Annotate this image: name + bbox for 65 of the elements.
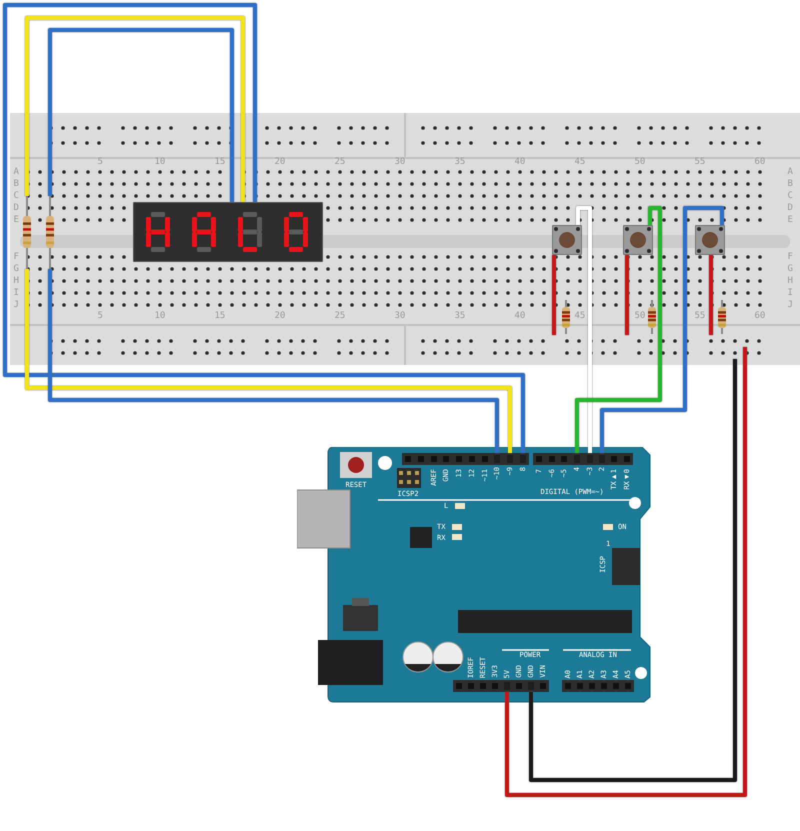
row-letter: I xyxy=(14,288,19,298)
wire xyxy=(625,255,629,335)
column-number: 20 xyxy=(274,158,286,166)
column-number: 45 xyxy=(574,312,586,320)
wire xyxy=(529,359,737,782)
column-number: 55 xyxy=(694,312,706,320)
resistor xyxy=(23,196,31,269)
row-letter: A xyxy=(788,168,793,176)
breadboard xyxy=(10,113,800,365)
resistor xyxy=(648,300,656,334)
row-letter: F xyxy=(14,252,19,262)
wire xyxy=(576,206,592,453)
column-number: 55 xyxy=(694,158,706,166)
row-letter: I xyxy=(788,288,793,298)
resistor xyxy=(562,300,570,334)
column-number: 25 xyxy=(334,158,346,166)
column-number: 40 xyxy=(514,158,526,166)
push-button xyxy=(552,225,582,255)
row-letter: E xyxy=(788,216,793,224)
column-number: 10 xyxy=(154,312,166,320)
column-number: 45 xyxy=(574,158,586,166)
column-number: 35 xyxy=(454,158,466,166)
row-letter: C xyxy=(788,192,793,200)
wire xyxy=(48,28,234,202)
resistor xyxy=(46,196,54,269)
column-number: 10 xyxy=(154,158,166,166)
row-letter: H xyxy=(14,276,19,286)
wire xyxy=(3,3,525,453)
row-letter: H xyxy=(788,276,793,286)
row-letter: D xyxy=(14,204,19,212)
column-number: 60 xyxy=(754,158,766,166)
column-number: 15 xyxy=(214,312,226,320)
row-letter: E xyxy=(14,216,19,224)
column-number: 5 xyxy=(98,158,103,166)
column-number: 5 xyxy=(98,312,103,320)
column-number: 25 xyxy=(334,312,346,320)
column-number: 60 xyxy=(754,312,766,320)
wire xyxy=(552,255,556,335)
row-letter: J xyxy=(14,300,19,310)
wire xyxy=(25,16,245,202)
push-button xyxy=(695,225,725,255)
column-number: 30 xyxy=(394,158,406,166)
row-letter: G xyxy=(14,264,19,274)
row-letter: D xyxy=(788,204,793,212)
row-letter: B xyxy=(788,180,793,188)
row-letter: G xyxy=(788,264,793,274)
column-number: 50 xyxy=(634,312,646,320)
push-button xyxy=(623,225,653,255)
wire xyxy=(505,347,747,797)
column-number: 15 xyxy=(214,158,226,166)
resistor xyxy=(718,300,726,334)
column-number: 50 xyxy=(634,158,646,166)
wire xyxy=(575,206,662,453)
wire xyxy=(709,255,713,335)
column-number: 30 xyxy=(394,312,406,320)
row-letter: C xyxy=(14,192,19,200)
column-number: 35 xyxy=(454,312,466,320)
row-letter: J xyxy=(788,300,793,310)
row-letter: A xyxy=(14,168,19,176)
wire xyxy=(600,206,724,453)
column-number: 40 xyxy=(514,312,526,320)
seven-segment-display xyxy=(133,202,323,262)
column-number: 20 xyxy=(274,312,286,320)
row-letter: F xyxy=(788,252,793,262)
row-letter: B xyxy=(14,180,19,188)
